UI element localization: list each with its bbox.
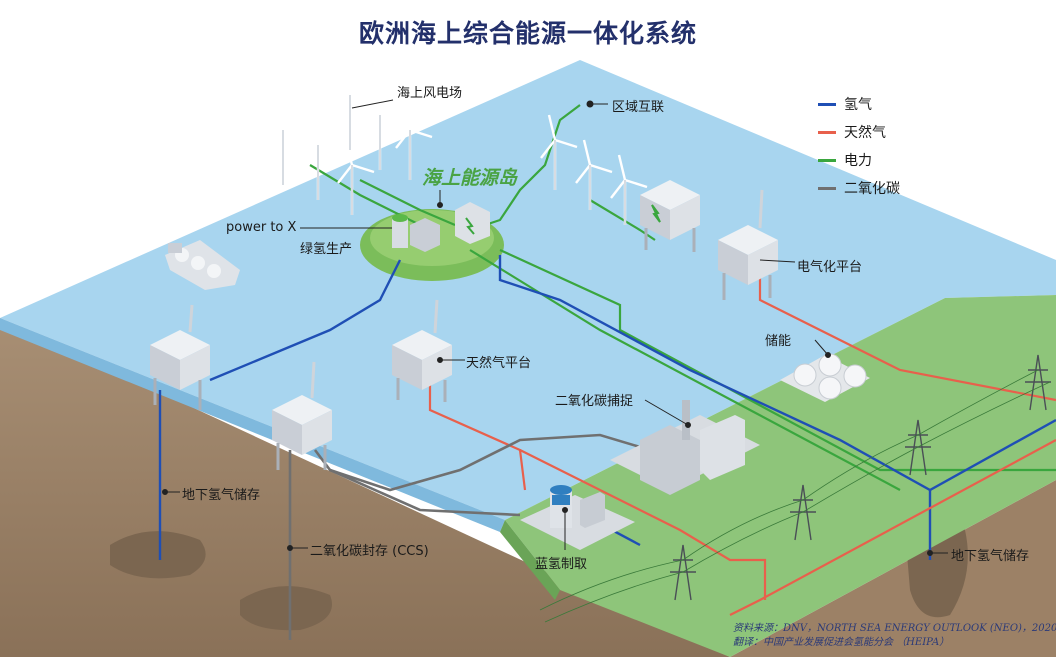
legend-label: 电力	[844, 150, 872, 170]
source-line-1: 资料来源：DNV，NORTH SEA ENERGY OUTLOOK (NEO)，…	[733, 622, 1056, 636]
label-power-to-x: power to X	[226, 220, 296, 235]
label-blue-hydrogen: 蓝氢制取	[535, 553, 587, 572]
label-interconnect: 区域互联	[612, 96, 664, 115]
page-title: 欧洲海上综合能源一体化系统	[0, 14, 1056, 50]
label-gas-platform: 天然气平台	[466, 352, 531, 371]
source-line-2: 翻译：中国产业发展促进会氢能分会 （HEIPA）	[733, 636, 1056, 650]
legend-swatch-hydrogen	[818, 103, 836, 106]
underground-cavity-left	[110, 531, 206, 578]
label-energy-island: 海上能源岛	[422, 163, 517, 190]
legend-label: 氢气	[844, 94, 872, 114]
label-co2-capture: 二氧化碳捕捉	[555, 390, 633, 409]
source-note: 资料来源：DNV，NORTH SEA ENERGY OUTLOOK (NEO)，…	[733, 622, 1056, 650]
legend-label: 天然气	[844, 122, 886, 142]
label-wind-farm: 海上风电场	[397, 82, 462, 101]
legend-item: 电力	[818, 146, 900, 174]
legend-swatch-electricity	[818, 159, 836, 162]
label-underground-h2-right: 地下氢气储存	[951, 545, 1029, 564]
label-ccs: 二氧化碳封存 (CCS)	[310, 540, 429, 559]
label-electrified-platform: 电气化平台	[797, 256, 862, 275]
legend-label: 二氧化碳	[844, 178, 900, 198]
legend-item: 天然气	[818, 118, 900, 146]
legend-swatch-gas	[818, 131, 836, 134]
legend-swatch-co2	[818, 187, 836, 190]
label-green-hydrogen: 绿氢生产	[300, 238, 352, 257]
legend: 氢气 天然气 电力 二氧化碳	[818, 90, 900, 202]
label-storage: 储能	[765, 330, 791, 349]
label-underground-h2-left: 地下氢气储存	[182, 484, 260, 503]
legend-item: 氢气	[818, 90, 900, 118]
legend-item: 二氧化碳	[818, 174, 900, 202]
